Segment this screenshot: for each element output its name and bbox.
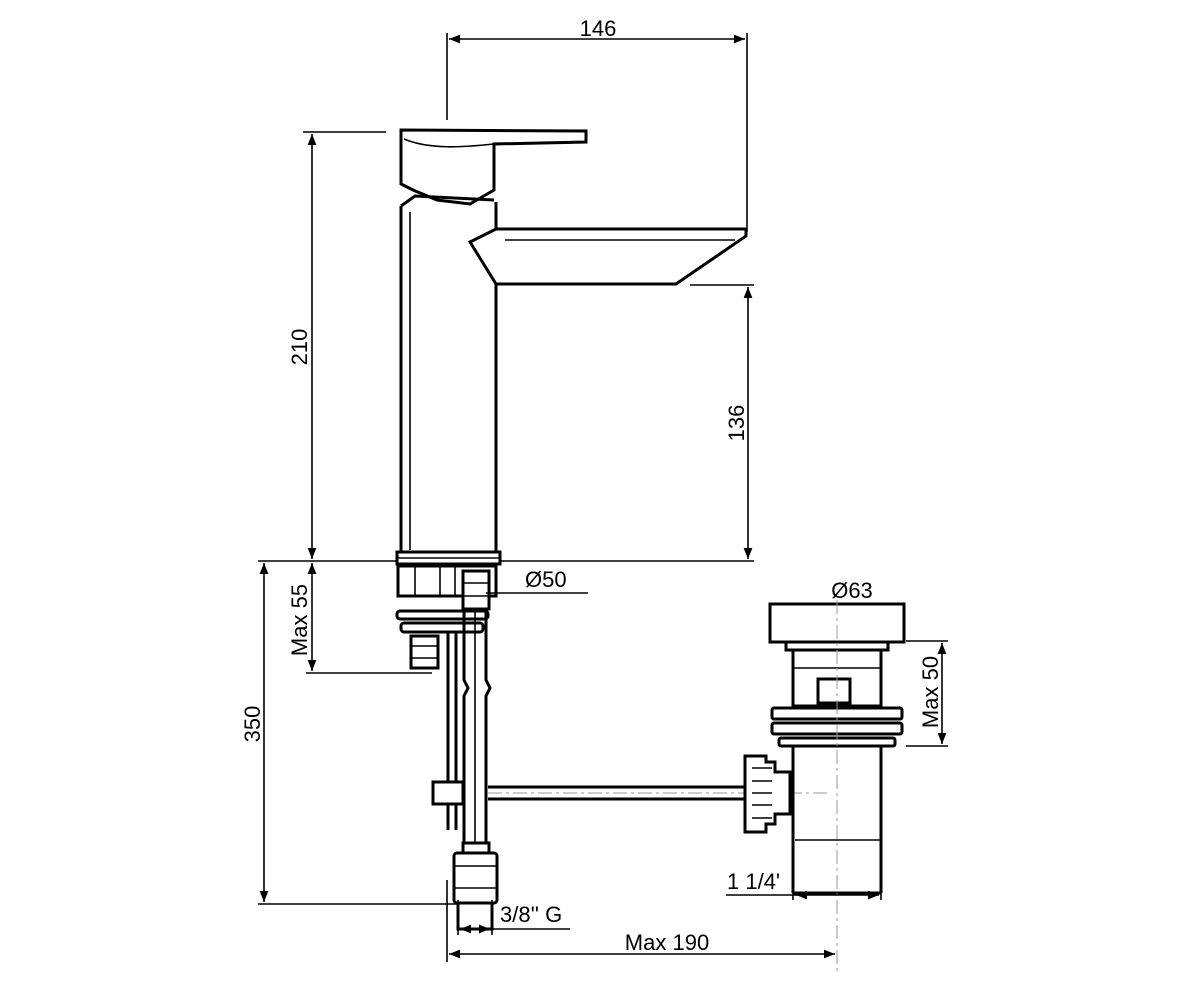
- hose-thread-end: [456, 901, 494, 931]
- dimension-lines: [258, 33, 948, 962]
- mounting-hardware: [395, 564, 499, 931]
- dim-136-label: 136: [724, 405, 749, 442]
- hose-nut: [452, 851, 499, 905]
- hose-left: [446, 633, 458, 782]
- dim-hose-thread-label: 3/8'' G: [500, 902, 562, 927]
- popup-waste: [743, 600, 906, 975]
- washer-2: [399, 621, 485, 634]
- dimension-labels: 146 210 136 Ø50 Max 55 350 Ø63 Max 50 1 …: [240, 16, 943, 955]
- hose-right: [462, 612, 492, 845]
- faucet-body: [395, 128, 748, 566]
- lever-curve: [403, 138, 495, 148]
- stud-nut: [409, 634, 440, 670]
- dim-210-label: 210: [287, 329, 312, 366]
- lever-neck: [400, 194, 495, 208]
- dim-max190-label: Max 190: [625, 930, 709, 955]
- nut-upper: [461, 569, 491, 611]
- dim-waste-thread-label: 1 1/4': [727, 869, 780, 894]
- rod-tip: [446, 804, 458, 830]
- lever-handle: [399, 128, 588, 206]
- waste-window: [816, 677, 852, 705]
- dim-dia50-label: Ø50: [525, 567, 567, 592]
- rod-coupling: [743, 754, 792, 834]
- dim-146-label: 146: [580, 16, 617, 41]
- dim-max55-label: Max 55: [287, 584, 312, 656]
- mount-block: [396, 564, 498, 598]
- rod-clamp: [431, 780, 465, 806]
- dim-350-label: 350: [240, 706, 265, 743]
- spout: [467, 227, 748, 286]
- dim-dia63-label: Ø63: [831, 578, 873, 603]
- dim-max50-label: Max 50: [918, 656, 943, 728]
